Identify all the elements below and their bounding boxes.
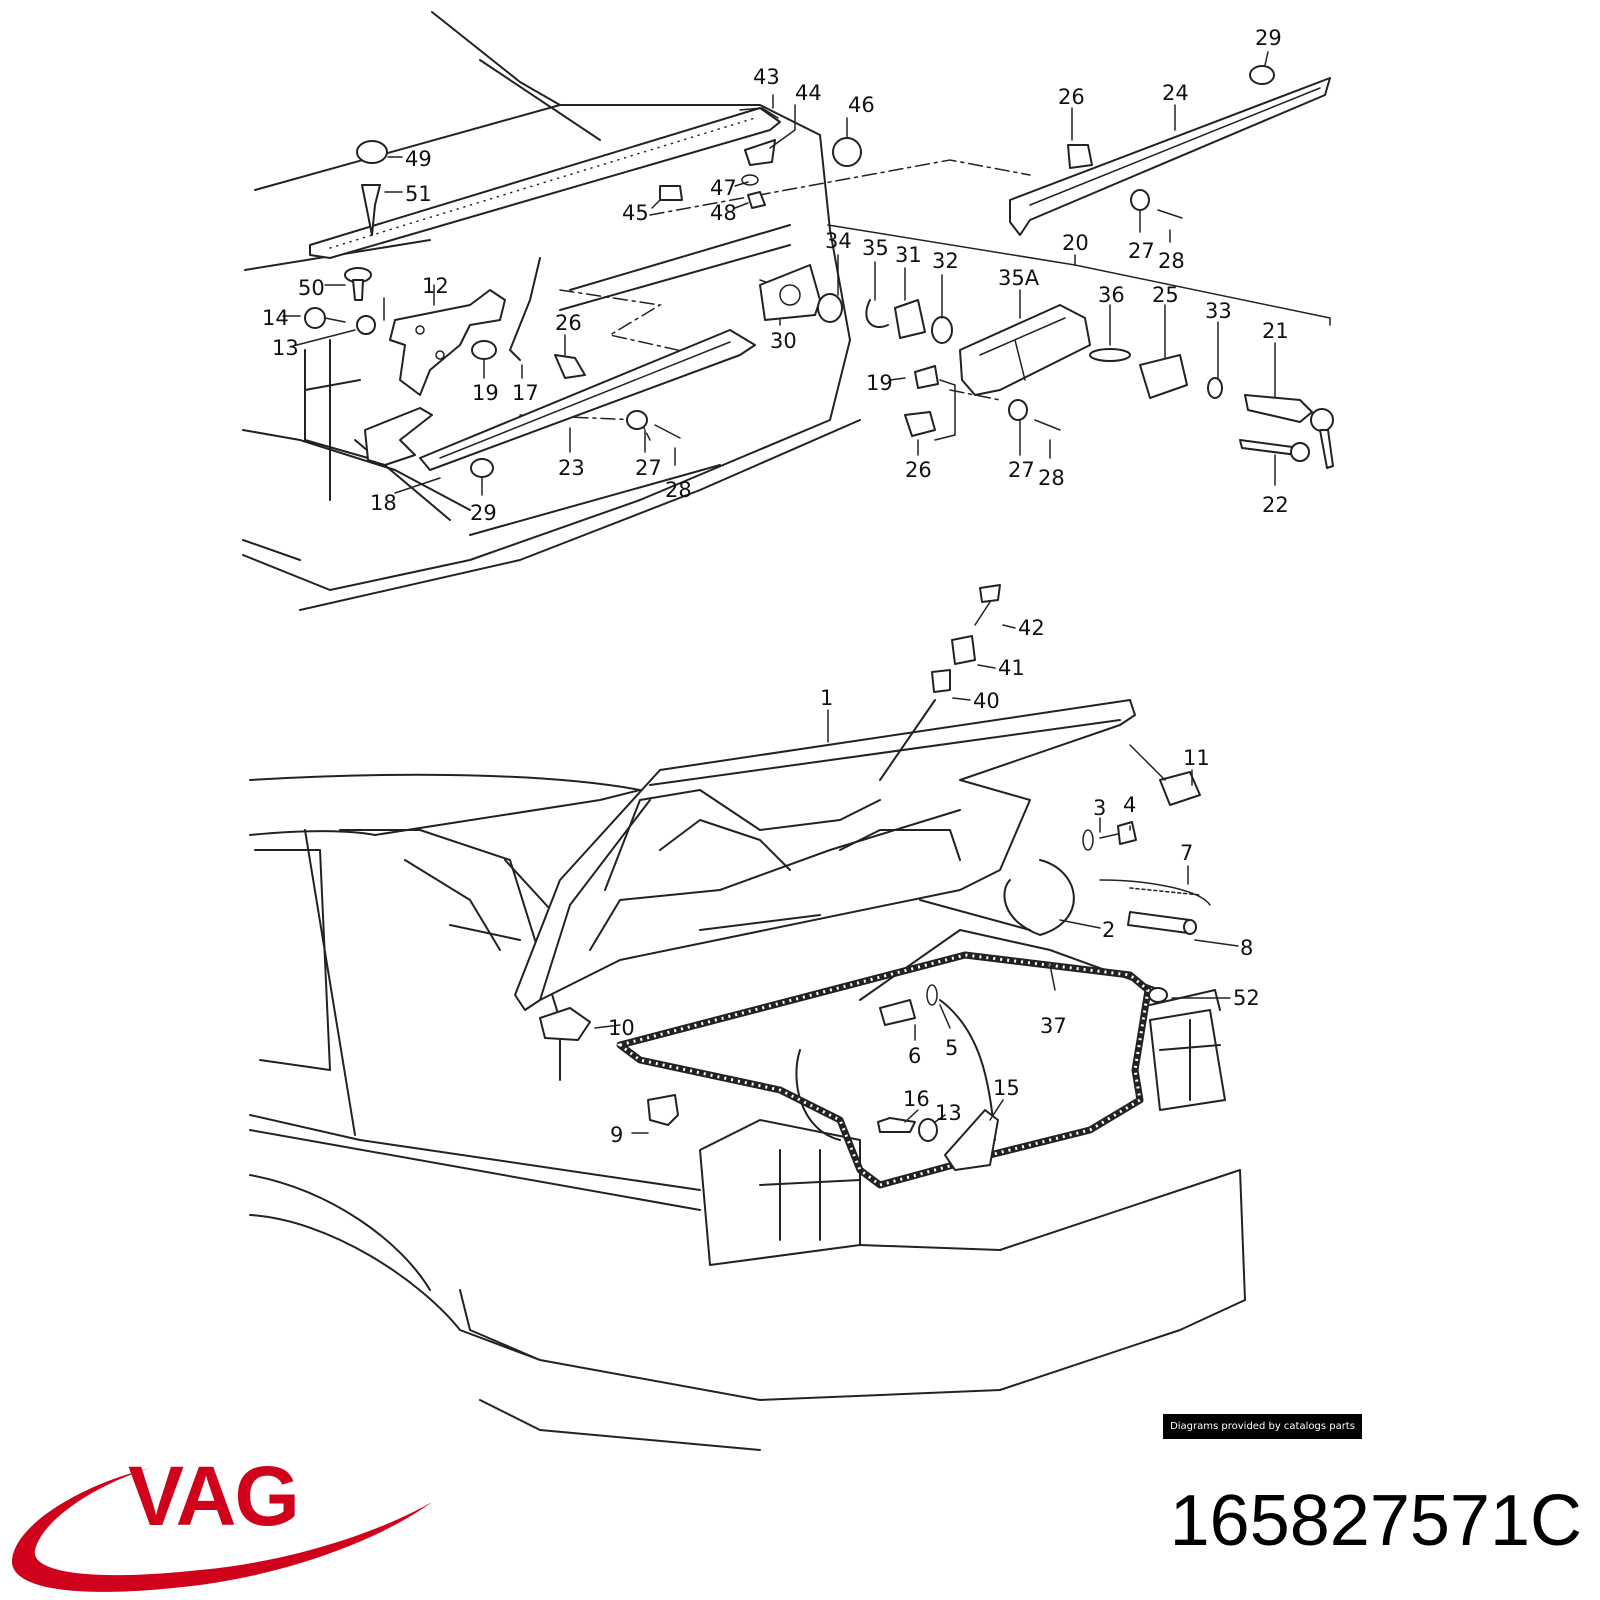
callout-label: 27 <box>635 456 662 480</box>
callout-label: 19 <box>866 371 893 395</box>
diagram-credit-badge: Diagrams provided by catalogs parts <box>1163 1414 1362 1439</box>
callout-label: 29 <box>1255 26 1282 50</box>
callout-label: 7 <box>1180 841 1193 865</box>
callout-label: 14 <box>262 306 289 330</box>
callout-label: 49 <box>405 147 432 171</box>
lock-35A <box>959 304 1091 396</box>
upper-hardware <box>304 65 1275 478</box>
callout-label: 12 <box>422 274 449 298</box>
trim-strip-23 <box>419 329 756 471</box>
bracket-18 <box>364 407 433 466</box>
callout-label: 18 <box>370 491 397 515</box>
callout-label: 1 <box>820 686 833 710</box>
callout-label: 44 <box>795 81 822 105</box>
callout-label: 15 <box>993 1076 1020 1100</box>
callout-label: 48 <box>710 201 737 225</box>
callout-label: 24 <box>1162 81 1189 105</box>
lower-leader-lines <box>594 624 1239 1134</box>
callout-label: 27 <box>1008 458 1035 482</box>
callout-label: 32 <box>932 249 959 273</box>
upper-leader-lines <box>282 51 1331 496</box>
rear-spoiler-43 <box>309 107 781 259</box>
callout-label: 40 <box>973 689 1000 713</box>
trunk-seal-37 <box>616 951 1152 1189</box>
callout-label: 20 <box>1062 231 1089 255</box>
callout-label: 6 <box>908 1044 921 1068</box>
callout-label: 17 <box>512 381 539 405</box>
callout-label: 29 <box>470 501 497 525</box>
callout-label: 23 <box>558 456 585 480</box>
callout-label: 42 <box>1018 616 1045 640</box>
vag-logo-swoosh <box>11 1468 432 1592</box>
callout-label: 36 <box>1098 283 1125 307</box>
callout-label: 27 <box>1128 239 1155 263</box>
callout-label: 33 <box>1205 299 1232 323</box>
callout-label: 43 <box>753 65 780 89</box>
callout-label: 51 <box>405 182 432 206</box>
callout-label: 8 <box>1240 936 1253 960</box>
callout-label: 26 <box>555 311 582 335</box>
callout-label: 50 <box>298 276 325 300</box>
trim-strip-24 <box>1009 77 1331 236</box>
callout-label: 37 <box>1040 1014 1067 1038</box>
callout-labels: 49 51 43 44 46 45 47 48 50 12 14 13 19 1… <box>262 26 1289 1147</box>
callout-label: 13 <box>272 336 299 360</box>
callout-label: 35A <box>998 266 1040 290</box>
callout-label: 4 <box>1123 793 1136 817</box>
callout-label: 26 <box>1058 85 1085 109</box>
callout-label: 35 <box>862 236 889 260</box>
callout-label: 11 <box>1183 746 1210 770</box>
lock-cylinder-21 <box>1244 394 1334 469</box>
trunk-lid-1 <box>514 699 1136 1011</box>
rod-17 <box>509 257 541 361</box>
callout-label: 22 <box>1262 493 1289 517</box>
callout-label: 45 <box>622 201 649 225</box>
callout-label: 16 <box>903 1087 930 1111</box>
part-number: 165827571C <box>1169 1481 1582 1561</box>
callout-label: 10 <box>608 1016 635 1040</box>
lower-hardware <box>539 584 1211 1171</box>
callout-label: 30 <box>770 329 797 353</box>
plate-30 <box>759 264 821 321</box>
callout-label: 25 <box>1152 283 1179 307</box>
key-22 <box>1239 439 1310 462</box>
hinge-12 <box>389 289 506 396</box>
callout-label: 52 <box>1233 986 1260 1010</box>
callout-label: 28 <box>1158 249 1185 273</box>
callout-label: 13 <box>935 1101 962 1125</box>
callout-label: 41 <box>998 656 1025 680</box>
callout-label: 31 <box>895 243 922 267</box>
callout-label: 5 <box>945 1036 958 1060</box>
callout-label: 28 <box>1038 466 1065 490</box>
callout-label: 19 <box>472 381 499 405</box>
callout-label: 9 <box>610 1123 623 1147</box>
callout-label: 34 <box>825 229 852 253</box>
callout-label: 28 <box>665 478 692 502</box>
callout-label: 46 <box>848 93 875 117</box>
brand-logo-text: VAG <box>128 1449 300 1543</box>
callout-label: 21 <box>1262 319 1289 343</box>
callout-label: 3 <box>1093 796 1106 820</box>
callout-label: 26 <box>905 458 932 482</box>
callout-label: 47 <box>710 176 737 200</box>
callout-label: 2 <box>1102 918 1115 942</box>
